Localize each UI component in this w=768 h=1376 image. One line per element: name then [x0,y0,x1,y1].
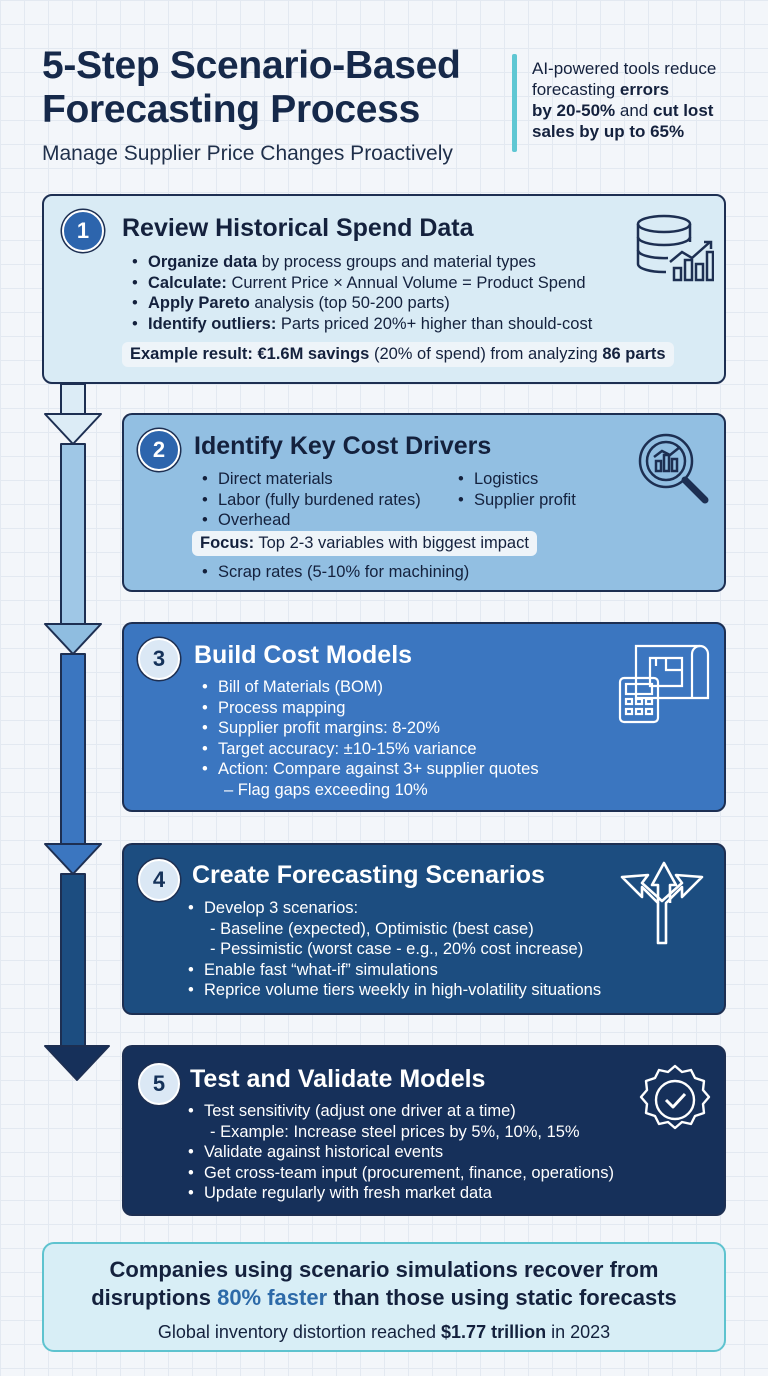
step-title: Identify Key Cost Drivers [194,432,492,460]
bottom-headline: Companies using scenario simulations rec… [91,1257,677,1310]
step-bullets-col-2: Logistics Supplier profit [458,469,576,510]
step-bullets-col-1: Direct materials Labor (fully burdened r… [202,469,421,531]
magnifier-chart-icon [638,433,709,504]
stat-accent-bar [512,54,517,152]
stat-callout: AI-powered tools reduce forecasting erro… [532,59,717,141]
page-title: 5-Step Scenario-Based Forecasting Proces… [42,44,461,131]
list-item: Supplier profit margins: 8-20% [202,718,539,739]
step-5-card: 5 Test and Validate Models Test sensitiv… [122,1045,726,1216]
step-number: 1 [62,210,104,252]
step-3-card: 3 Build Cost Models Bill of Materials (B… [122,622,726,812]
split-arrows-icon [620,861,704,945]
step-bullets: Test sensitivity (adjust one driver at a… [188,1101,614,1204]
list-item: Supplier profit [458,490,576,511]
step-title: Review Historical Spend Data [122,214,474,242]
list-item: Get cross-team input (procurement, finan… [188,1163,614,1184]
list-item: Labor (fully burdened rates) [202,490,421,511]
list-item: Scrap rates (5-10% for machining) [202,562,469,583]
list-item: Develop 3 scenarios: [188,898,601,919]
list-item: Logistics [458,469,576,490]
step-number: 2 [138,429,180,471]
list-item: Organize data by process groups and mate… [132,252,592,273]
step-2-card: 2 Identify Key Cost Drivers Direct mater… [122,413,726,592]
list-item: Validate against historical events [188,1142,614,1163]
example-result: Example result: €1.6M savings (20% of sp… [122,342,674,367]
focus-callout: Focus: Top 2-3 variables with biggest im… [192,531,537,556]
step-title: Build Cost Models [194,641,413,669]
list-item: Target accuracy: ±10-15% variance [202,739,539,760]
check-badge-icon [639,1064,711,1130]
list-item: Apply Pareto analysis (top 50-200 parts) [132,293,592,314]
step-title: Test and Validate Models [190,1065,486,1093]
list-subitem: - Baseline (expected), Optimistic (best … [210,919,534,938]
list-item: Identify outliers: Parts priced 20%+ hig… [132,314,592,335]
step-number: 4 [138,859,180,901]
step-1-card: 1 Review Historical Spend Data Organize … [42,194,726,384]
database-chart-icon [636,214,714,282]
page-subtitle: Manage Supplier Price Changes Proactivel… [42,142,453,165]
bottom-stat: Global inventory distortion reached $1.7… [157,1322,611,1342]
list-item: Action: Compare against 3+ supplier quot… [202,759,539,780]
step-number: 3 [138,638,180,680]
calculator-blueprint-icon [618,644,710,724]
list-item: Direct materials [202,469,421,490]
list-item: Reprice volume tiers weekly in high-vola… [188,980,601,1001]
list-item: Enable fast “what-if” simulations [188,960,601,981]
list-subitem: – Flag gaps exceeding 10% [224,780,428,799]
step-bullets: Develop 3 scenarios: - Baseline (expecte… [188,898,601,1001]
bottom-callout: Companies using scenario simulations rec… [42,1242,726,1352]
list-item: Calculate: Current Price × Annual Volume… [132,273,592,294]
step-bullets-after: Scrap rates (5-10% for machining) [202,562,469,583]
list-subitem: - Example: Increase steel prices by 5%, … [210,1122,580,1141]
list-item: Overhead [202,510,421,531]
step-4-card: 4 Create Forecasting Scenarios Develop 3… [122,843,726,1015]
step-bullets: Organize data by process groups and mate… [132,252,592,334]
list-item: Bill of Materials (BOM) [202,677,539,698]
list-item: Test sensitivity (adjust one driver at a… [188,1101,614,1122]
list-subitem: - Pessimistic (worst case - e.g., 20% co… [210,940,584,958]
step-bullets: Bill of Materials (BOM) Process mapping … [202,677,539,800]
list-item: Update regularly with fresh market data [188,1183,614,1204]
step-number: 5 [138,1063,180,1105]
list-item: Process mapping [202,698,539,719]
step-title: Create Forecasting Scenarios [192,861,545,889]
